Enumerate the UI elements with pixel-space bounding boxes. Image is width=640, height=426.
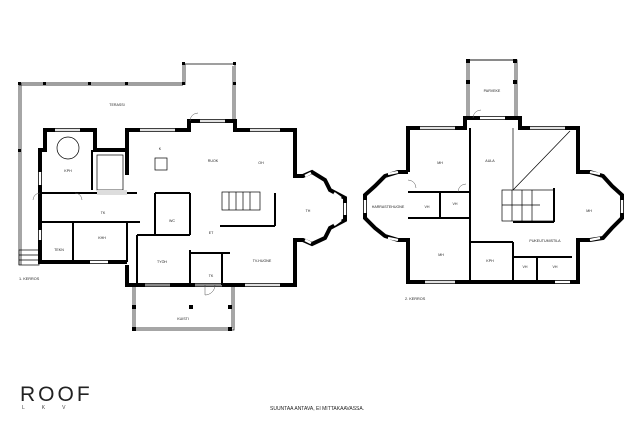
stairs [221,191,261,211]
room-label-vh-1: VH [425,205,430,209]
room-label-mh-top: MH [437,161,443,165]
room-label-kph: KPH [64,169,72,173]
room-label-mh-right: MH [586,209,592,213]
room-label-tk-entry: TK [209,274,214,278]
room-label-kph-2: KPH [486,259,494,263]
floor-2-caption: 2. KERROS [405,297,426,301]
room-label-tk-hall: TK [101,211,106,215]
room-label-parveke: PARVEKE [484,89,501,93]
room-label-harrastehuone: HARRASTEHUONE [372,205,405,209]
room-label-k: K [159,147,162,151]
terrace-railing [18,63,236,265]
room-label-vh-4: VH [553,265,558,269]
floor-1-caption: 1. KERROS [19,277,40,281]
exterior-wall-left [38,128,127,264]
room-label-vh-3: VH [523,265,528,269]
disclaimer-note: SUUNTAA ANTAVA, EI MITTAKAAVASSA. [270,406,365,412]
room-label-vh-2: VH [453,202,458,206]
room-label-aula: AULA [485,159,495,163]
room-label-oh: OH [258,161,264,165]
room-label-tyoh: TYÖH [157,260,167,264]
room-label-kuisti: KUISTI [177,317,189,321]
roof-logo-sub: LKV [22,405,83,411]
room-label-th: TH [306,209,311,213]
exterior-wall-2 [363,116,624,284]
room-label-mh-bottom: MH [438,253,444,257]
kitchen-island [154,157,168,171]
room-label-pukeutumistila: PUKEUTUMISTILA [529,239,561,243]
floor-2-plan: PARVEKE MH AULA HARRASTEHUONE VH VH MH M… [363,59,624,301]
room-label-tvhuone: TV-HUONE [253,259,272,263]
room-label-tekn: TEKN [54,248,64,252]
stairs-2 [501,189,555,222]
room-label-terassi: TERASSI [109,103,124,107]
room-label-ruok: RUOK [208,159,219,163]
floor-1-plan: TERASSI KPH K RUOK OH TH TK WC ET TEKN K… [18,62,347,331]
porch [132,284,235,331]
room-label-wc: WC [169,219,175,223]
room-label-khh: KHH [98,236,106,240]
roof-logo: ROOF [20,383,93,406]
room-label-et: ET [209,231,214,235]
